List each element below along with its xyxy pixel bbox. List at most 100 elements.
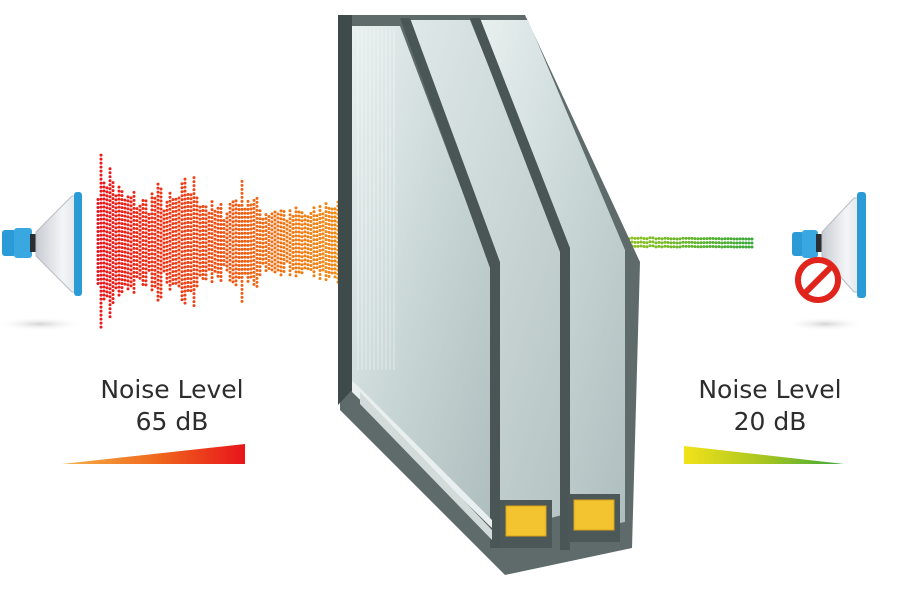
wave-dot <box>264 225 268 229</box>
wave-dot <box>192 264 196 268</box>
wave-dot <box>315 218 319 222</box>
wave-dot <box>243 251 247 255</box>
wave-dot <box>231 256 235 260</box>
wave-dot <box>255 240 259 244</box>
wave-dot <box>132 258 136 262</box>
wave-dot <box>147 212 151 216</box>
wave-dot <box>318 277 322 281</box>
wave-dot <box>153 280 157 284</box>
wave-dot <box>729 241 733 245</box>
wave-dot <box>684 240 688 244</box>
wave-dot <box>246 215 250 219</box>
wave-dot <box>306 255 310 259</box>
wave-dot <box>183 189 187 193</box>
wave-dot <box>156 254 160 258</box>
wave-dot <box>144 219 148 223</box>
wave-dot <box>132 198 136 202</box>
wave-dot <box>180 230 184 234</box>
wave-dot <box>309 251 313 255</box>
spacer-left <box>500 500 552 548</box>
wave-dot <box>135 239 139 243</box>
wave-dot <box>681 244 685 248</box>
wave-dot <box>189 217 193 221</box>
wave-dot <box>672 245 676 249</box>
wave-dot <box>246 259 250 263</box>
wave-dot <box>303 254 307 258</box>
wave-dot <box>246 235 250 239</box>
wave-dot <box>111 221 115 225</box>
wave-dot <box>327 218 331 222</box>
wave-dot <box>192 284 196 288</box>
wave-dot <box>303 242 307 246</box>
wave-dot <box>99 233 103 237</box>
wave-dot <box>126 223 130 227</box>
wave-dot <box>186 257 190 261</box>
wave-dot <box>639 240 643 244</box>
wave-dot <box>234 235 238 239</box>
wave-dot <box>633 240 637 244</box>
wave-dot <box>240 223 244 227</box>
wave-dot <box>138 208 142 212</box>
wave-dot <box>264 245 268 249</box>
wave-dot <box>129 204 133 208</box>
wave-dot <box>144 279 148 283</box>
wave-dot <box>102 241 106 245</box>
wave-dot <box>120 290 124 294</box>
wave-dot <box>201 220 205 224</box>
wave-dot <box>168 243 172 247</box>
wave-dot <box>279 253 283 257</box>
wave-dot <box>309 247 313 251</box>
wave-dot <box>258 233 262 237</box>
wave-dot <box>324 218 328 222</box>
wave-dot <box>150 260 154 264</box>
wave-dot <box>237 239 241 243</box>
wave-dot <box>321 236 325 240</box>
wave-dot <box>123 214 127 218</box>
wave-dot <box>237 247 241 251</box>
wave-dot <box>216 258 220 262</box>
wave-dot <box>99 229 103 233</box>
wave-dot <box>201 204 205 208</box>
wave-dot <box>102 229 106 233</box>
wave-dot <box>258 253 262 257</box>
loud-speaker-icon <box>2 192 82 296</box>
wave-dot <box>111 209 115 213</box>
wave-dot <box>270 224 274 228</box>
wave-dot <box>312 218 316 222</box>
wave-dot <box>180 238 184 242</box>
wave-dot <box>159 295 163 299</box>
wave-dot <box>216 218 220 222</box>
wave-dot <box>192 224 196 228</box>
wave-dot <box>651 240 655 244</box>
wave-dot <box>138 272 142 276</box>
wave-dot <box>720 245 724 249</box>
wave-dot <box>129 212 133 216</box>
wave-dot <box>99 261 103 265</box>
wave-dot <box>132 282 136 286</box>
wave-dot <box>216 274 220 278</box>
wave-dot <box>177 232 181 236</box>
wave-dot <box>201 216 205 220</box>
wave-dot <box>249 271 253 275</box>
wave-dot <box>108 303 112 307</box>
wave-dot <box>168 283 172 287</box>
wave-dot <box>120 198 124 202</box>
wave-dot <box>219 219 223 223</box>
wave-dot <box>708 241 712 245</box>
wave-dot <box>252 230 256 234</box>
wave-dot <box>183 205 187 209</box>
wave-dot <box>321 260 325 264</box>
wave-dot <box>132 270 136 274</box>
wave-dot <box>654 245 658 249</box>
wave-dot <box>252 210 256 214</box>
wave-dot <box>708 245 712 249</box>
wave-dot <box>210 204 214 208</box>
wave-dot <box>108 203 112 207</box>
wave-dot <box>678 241 682 245</box>
wave-dot <box>114 242 118 246</box>
wave-dot <box>225 220 229 224</box>
wave-dot <box>126 215 130 219</box>
wave-dot <box>114 266 118 270</box>
wave-dot <box>324 246 328 250</box>
wave-dot <box>180 282 184 286</box>
